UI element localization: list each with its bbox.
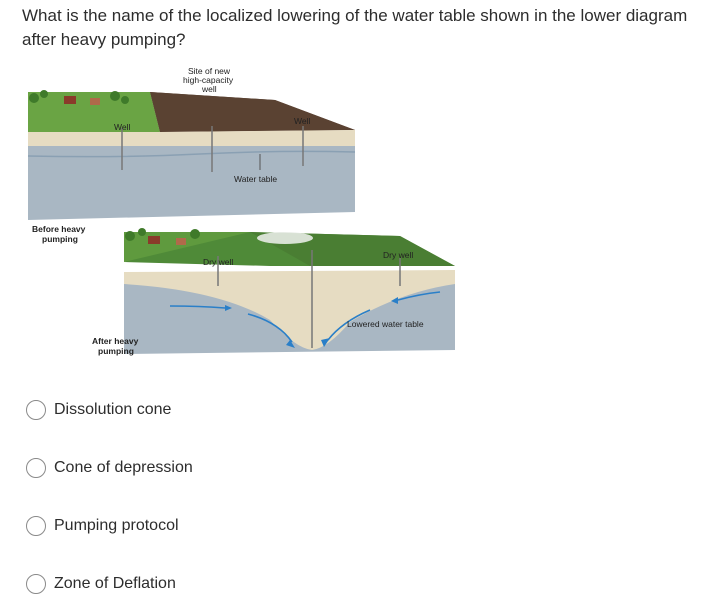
after-label-line1: After heavy — [92, 336, 139, 346]
radio-button[interactable] — [26, 516, 46, 536]
well-label-right: Well — [294, 116, 310, 126]
option-dissolution-cone[interactable]: Dissolution cone — [26, 398, 171, 422]
dry-well-label-left: Dry well — [203, 257, 233, 267]
site-label-line1: Site of new — [188, 66, 231, 76]
site-label-line3: well — [201, 84, 217, 94]
site-label-line2: high-capacity — [183, 75, 234, 85]
radio-button[interactable] — [26, 458, 46, 478]
radio-button[interactable] — [26, 400, 46, 420]
before-label-line1: Before heavy — [32, 224, 86, 234]
after-block — [124, 228, 455, 354]
option-cone-of-depression[interactable]: Cone of depression — [26, 456, 193, 480]
option-pumping-protocol[interactable]: Pumping protocol — [26, 514, 179, 538]
dry-well-label-right: Dry well — [383, 250, 413, 260]
option-label: Dissolution cone — [54, 401, 172, 418]
option-label: Pumping protocol — [54, 517, 179, 534]
water-table-label: Water table — [234, 174, 277, 184]
option-label: Zone of Deflation — [54, 575, 176, 592]
after-label-line2: pumping — [98, 346, 134, 356]
before-block — [27, 90, 356, 220]
groundwater-diagram: Site of new high-capacity well Well Well… — [20, 60, 480, 380]
radio-button[interactable] — [26, 574, 46, 594]
well-label-left: Well — [114, 122, 130, 132]
option-zone-of-deflation[interactable]: Zone of Deflation — [26, 572, 176, 596]
option-label: Cone of depression — [54, 459, 193, 476]
question-text: What is the name of the localized loweri… — [22, 6, 688, 49]
lowered-water-table-label: Lowered water table — [347, 319, 424, 329]
before-label-line2: pumping — [42, 234, 78, 244]
